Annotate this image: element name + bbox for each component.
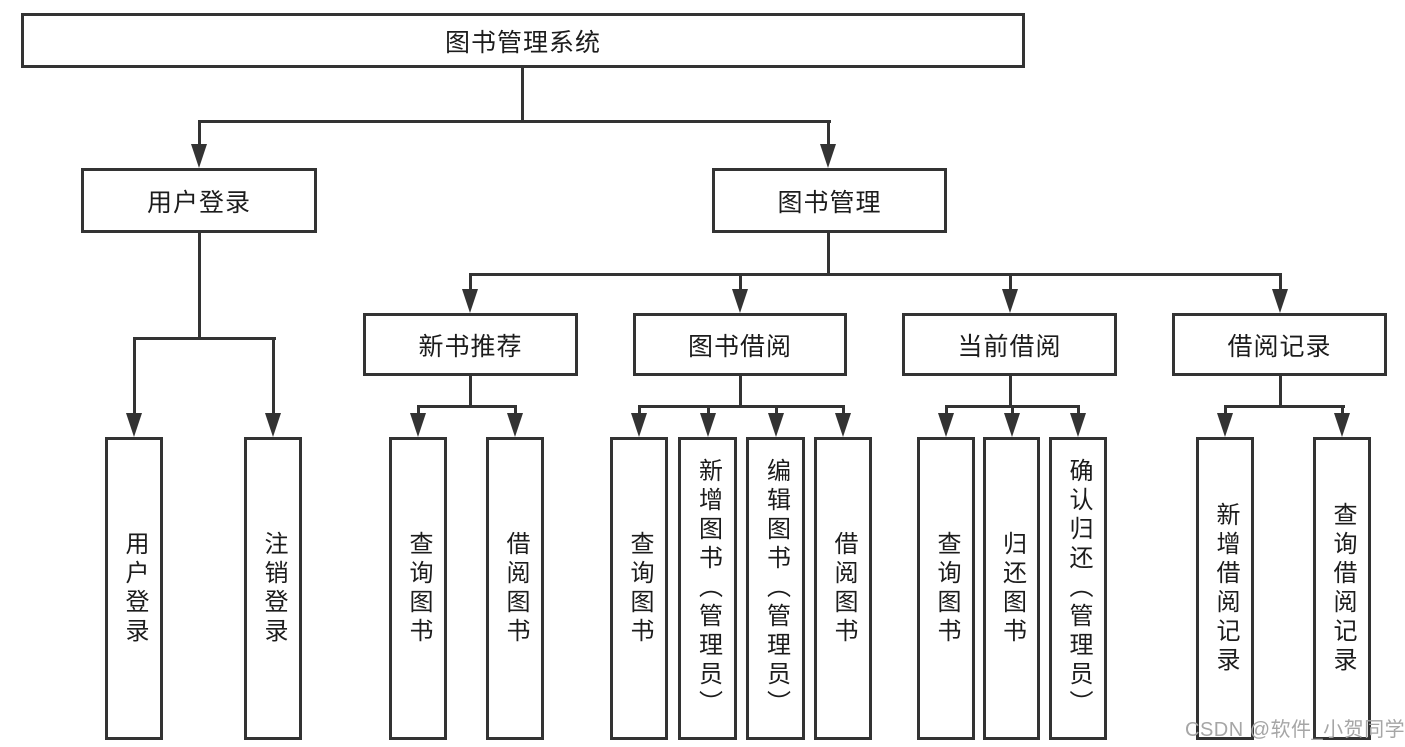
connector-bb-edit-drop: [775, 405, 778, 415]
arrowhead-cb-return-icon: [1004, 413, 1020, 437]
connector-current-borrow-stem: [1009, 376, 1012, 405]
leaf-bb-add-books-admin: 新增图书（管理员）: [678, 437, 737, 740]
connector-br-query-drop: [1341, 405, 1344, 415]
arrowhead-br-add-icon: [1217, 413, 1233, 437]
leaf-br-add-record-label: 新增借阅记录: [1212, 501, 1239, 676]
leaf-bb-edit-books-admin: 编辑图书（管理员）: [746, 437, 805, 740]
leaf-nb-query-books: 查询图书: [389, 437, 447, 740]
arrowhead-book-borrow-icon: [732, 289, 748, 313]
connector-br-add-drop: [1224, 405, 1227, 415]
node-book-borrow: 图书借阅: [633, 313, 847, 376]
connector-bb-query-drop: [638, 405, 641, 415]
leaf-nb-query-books-label: 查询图书: [405, 530, 432, 647]
connector-leaf-logout-drop: [272, 337, 275, 415]
connector-borrow-record-horizontal: [1224, 405, 1345, 408]
connector-borrow-record-drop: [1279, 273, 1282, 291]
connector-new-book-horizontal: [417, 405, 517, 408]
connector-level2-horizontal: [469, 273, 1282, 276]
arrowhead-leaf-login-icon: [126, 413, 142, 437]
arrowhead-cb-confirm-icon: [1070, 413, 1086, 437]
csdn-watermark: CSDN @软件_小贺同学: [1185, 719, 1405, 741]
leaf-br-add-record: 新增借阅记录: [1196, 437, 1254, 740]
connector-bb-borrow-drop: [842, 405, 845, 415]
leaf-cb-return-books: 归还图书: [983, 437, 1040, 740]
arrowhead-bb-query-icon: [631, 413, 647, 437]
leaf-bb-query-books-label: 查询图书: [626, 530, 653, 647]
connector-book-borrow-horizontal: [638, 405, 845, 408]
leaf-bb-borrow-books-label: 借阅图书: [830, 530, 857, 647]
connector-cb-confirm-drop: [1077, 405, 1080, 415]
connector-book-borrow-drop: [739, 273, 742, 291]
leaf-nb-borrow-books-label: 借阅图书: [502, 530, 529, 647]
leaf-nb-borrow-books: 借阅图书: [486, 437, 544, 740]
connector-level1-horizontal: [198, 120, 831, 123]
leaf-bb-add-books-admin-label: 新增图书（管理员）: [694, 458, 722, 719]
node-borrow-record: 借阅记录: [1172, 313, 1387, 376]
node-current-borrow: 当前借阅: [902, 313, 1117, 376]
arrowhead-borrow-record-icon: [1272, 289, 1288, 313]
connector-user-login-horizontal: [133, 337, 276, 340]
connector-book-management-stem: [827, 233, 830, 273]
node-root: 图书管理系统: [21, 13, 1025, 68]
connector-cb-return-drop: [1011, 405, 1014, 415]
arrowhead-cb-query-icon: [938, 413, 954, 437]
node-user-login: 用户登录: [81, 168, 317, 233]
leaf-bb-edit-books-admin-label: 编辑图书（管理员）: [762, 458, 790, 719]
leaf-br-query-record-label: 查询借阅记录: [1329, 501, 1356, 676]
connector-book-management-drop: [827, 120, 830, 146]
leaf-cb-return-books-label: 归还图书: [998, 530, 1026, 647]
connector-nb-query-drop: [417, 405, 420, 415]
arrowhead-nb-borrow-icon: [507, 413, 523, 437]
leaf-cb-query-books-label: 查询图书: [933, 530, 960, 647]
connector-current-borrow-drop: [1009, 273, 1012, 291]
arrowhead-book-management-icon: [820, 144, 836, 168]
arrowhead-bb-edit-icon: [768, 413, 784, 437]
leaf-bb-borrow-books: 借阅图书: [814, 437, 872, 740]
leaf-br-query-record: 查询借阅记录: [1313, 437, 1371, 740]
leaf-cb-query-books: 查询图书: [917, 437, 975, 740]
leaf-bb-query-books: 查询图书: [610, 437, 668, 740]
arrowhead-nb-query-icon: [410, 413, 426, 437]
connector-new-book-drop: [469, 273, 472, 291]
connector-root-stem: [521, 68, 524, 120]
arrowhead-leaf-logout-icon: [265, 413, 281, 437]
arrowhead-bb-borrow-icon: [835, 413, 851, 437]
leaf-logout-label: 注销登录: [260, 530, 287, 647]
leaf-user-login-label: 用户登录: [121, 530, 148, 647]
connector-user-login-drop: [198, 120, 201, 146]
connector-borrow-record-stem: [1279, 376, 1282, 405]
connector-new-book-stem: [469, 376, 472, 405]
arrowhead-new-book-icon: [462, 289, 478, 313]
node-book-management: 图书管理: [712, 168, 947, 233]
connector-bb-add-drop: [707, 405, 710, 415]
node-new-book-recommend: 新书推荐: [363, 313, 578, 376]
leaf-cb-confirm-return-admin-label: 确认归还（管理员）: [1065, 458, 1092, 719]
arrowhead-user-login-icon: [191, 144, 207, 168]
connector-leaf-login-drop: [133, 337, 136, 415]
arrowhead-bb-add-icon: [700, 413, 716, 437]
connector-user-login-stem: [198, 233, 201, 337]
connector-cb-query-drop: [945, 405, 948, 415]
connector-nb-borrow-drop: [514, 405, 517, 415]
leaf-user-login: 用户登录: [105, 437, 163, 740]
arrowhead-current-borrow-icon: [1002, 289, 1018, 313]
leaf-cb-confirm-return-admin: 确认归还（管理员）: [1049, 437, 1107, 740]
connector-book-borrow-stem: [739, 376, 742, 405]
leaf-logout: 注销登录: [244, 437, 302, 740]
arrowhead-br-query-icon: [1334, 413, 1350, 437]
